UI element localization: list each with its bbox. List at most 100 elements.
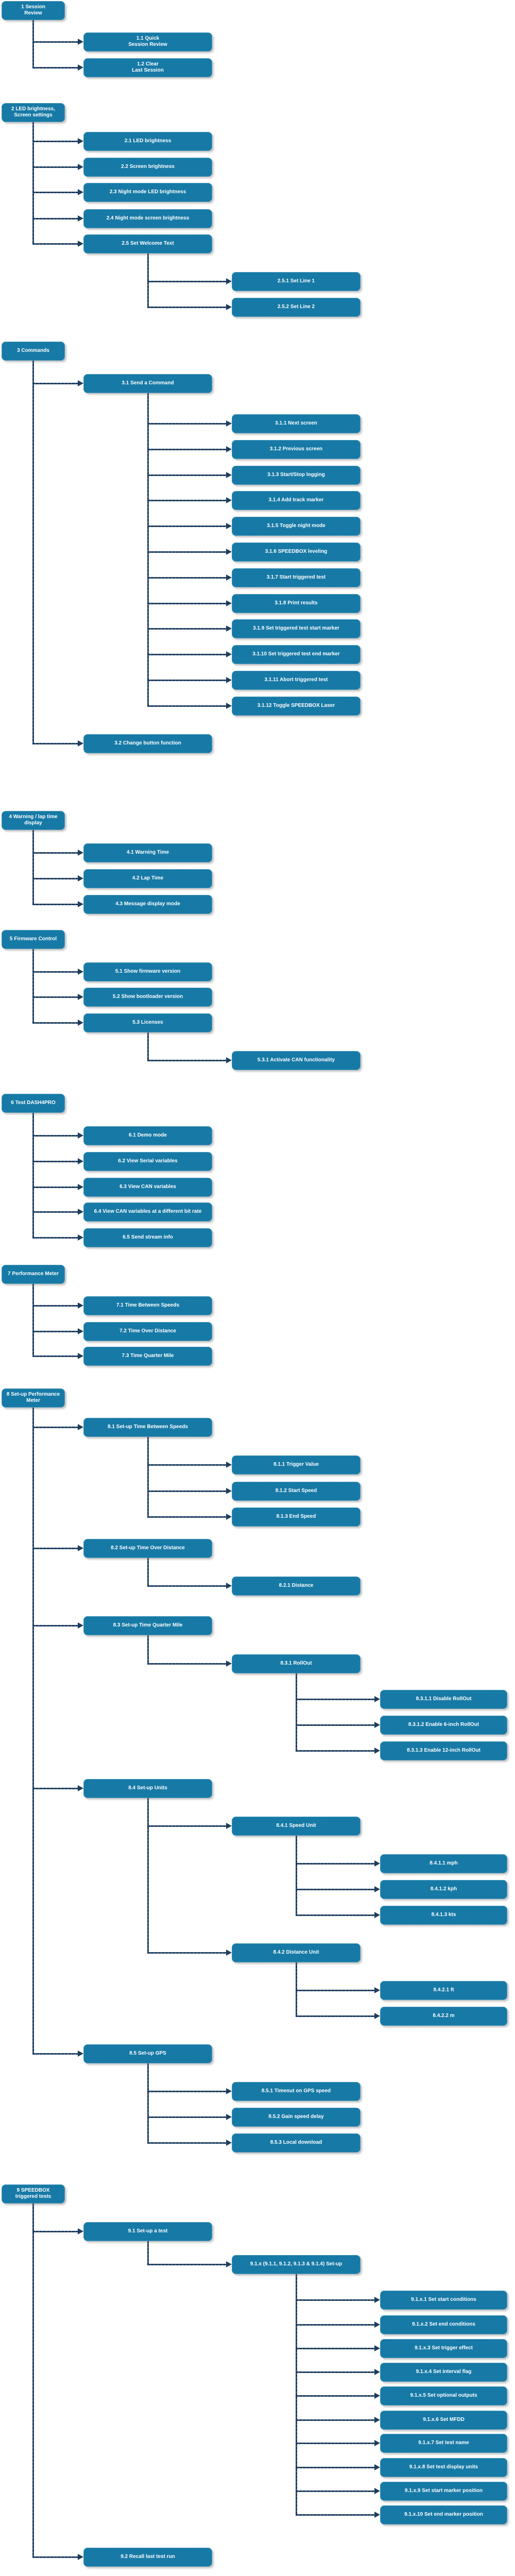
tree-node-5-3: 5.3 Licenses [83, 1013, 212, 1032]
arrowhead-icon [78, 1545, 83, 1551]
edge-line [32, 1160, 78, 1162]
arrowhead-icon [374, 1886, 380, 1892]
edge-line [147, 1797, 149, 1954]
arrowhead-icon [78, 2228, 83, 2234]
tree-node-5: 5 Firmware Control [2, 929, 65, 949]
edge-line [295, 2514, 375, 2516]
tree-node-3-1-2: 3.1.2 Previous screen [232, 439, 360, 459]
edge-line [32, 191, 78, 193]
arrowhead-icon [374, 1987, 380, 1993]
tree-node-2: 2 LED brightness, Screen settings [2, 103, 65, 122]
arrowhead-icon [78, 1353, 83, 1359]
edge-line [295, 2419, 375, 2421]
arrowhead-icon [78, 1132, 83, 1139]
tree-node-8-5-3: 8.5.3 Local download [232, 2133, 360, 2153]
tree-node-8-4-1-3: 8.4.1.3 kts [380, 1905, 507, 1925]
tree-node-9-1-x-5: 9.1.x.5 Set optional outputs [380, 2386, 507, 2405]
tree-node-5-1: 5.1 Show firmware version [83, 962, 212, 981]
arrowhead-icon [374, 2488, 380, 2494]
edge-line [147, 499, 227, 501]
edge-line [147, 1490, 227, 1492]
arrowhead-icon [78, 994, 83, 1000]
arrowhead-icon [78, 164, 83, 170]
tree-node-8-4-2-2: 8.4.2.2 m [380, 2006, 507, 2026]
arrowhead-icon [78, 1328, 83, 1334]
tree-node-4-3: 4.3 Message display mode [83, 894, 212, 914]
edge-line [147, 392, 149, 707]
arrowhead-icon [226, 1462, 232, 1468]
arrowhead-icon [226, 625, 232, 632]
tree-node-6-4: 6.4 View CAN variables at a different bi… [83, 1202, 212, 1222]
edge-line [32, 382, 78, 384]
tree-node-2-5-2: 2.5.2 Set Line 2 [232, 297, 360, 317]
arrowhead-icon [374, 2321, 380, 2328]
edge-line [32, 1283, 34, 1357]
tree-node-3-1-4: 3.1.4 Add track marker [232, 490, 360, 510]
tree-node-9-1-x-4: 9.1.x.4 Set interval flag [380, 2362, 507, 2382]
arrowhead-icon [226, 1950, 232, 1956]
tree-node-9-1-x-10: 9.1.x.10 Set end marker position [380, 2505, 507, 2524]
edge-line [147, 2062, 149, 2144]
arrowhead-icon [78, 901, 83, 907]
arrowhead-icon [374, 1722, 380, 1728]
edge-line [147, 1952, 227, 1954]
tree-node-3-1-9: 3.1.9 Set triggered test start marker [232, 619, 360, 638]
tree-node-8-4-1: 8.4.1 Speed Unit [232, 1816, 360, 1836]
arrowhead-icon [78, 1622, 83, 1629]
tree-node-5-3-1: 5.3.1 Activate CAN functionality [232, 1050, 360, 1070]
tree-node-3-2: 3.2 Change button function [83, 734, 212, 753]
tree-node-8-3-1-3: 8.3.1.3 Enable 12-inch RollOut [380, 1741, 507, 1760]
tree-node-8-1-1: 8.1.1 Trigger Value [232, 1455, 360, 1475]
arrowhead-icon [374, 2013, 380, 2019]
tree-node-4-1: 4.1 Warning Time [83, 843, 212, 862]
arrowhead-icon [226, 497, 232, 503]
tree-node-4: 4 Warning / lap time display [2, 810, 65, 830]
tree-node-1-1: 1.1 Quick Session Review [83, 32, 212, 52]
edge-line [147, 1464, 227, 1466]
tree-node-8-4-1-2: 8.4.1.2 kph [380, 1879, 507, 1899]
tree-node-8-2-1: 8.2.1 Distance [232, 1576, 360, 1596]
arrowhead-icon [78, 1424, 83, 1430]
tree-node-9-1-x-1: 9.1.x.1 Set start conditions [380, 2290, 507, 2310]
arrowhead-icon [226, 1823, 232, 1829]
tree-node-2-5: 2.5 Set Welcome Text [83, 234, 212, 253]
arrowhead-icon [226, 2261, 232, 2267]
arrowhead-icon [226, 2114, 232, 2120]
arrowhead-icon [78, 969, 83, 975]
edge-line [147, 448, 227, 450]
edge-line [32, 948, 34, 1024]
arrowhead-icon [78, 39, 83, 45]
tree-node-8-5-1: 8.5.1 Timeout on GPS speed [232, 2081, 360, 2101]
arrowhead-icon [78, 215, 83, 222]
arrowhead-icon [374, 2369, 380, 2375]
edge-line [295, 2442, 375, 2444]
edge-line [295, 1914, 375, 1916]
edge-line [32, 852, 78, 854]
edge-line [32, 1426, 78, 1428]
edge-line [32, 2230, 78, 2232]
tree-node-8-4: 8.4 Set-up Units [83, 1778, 212, 1798]
edge-line [295, 1961, 297, 2017]
arrowhead-icon [226, 651, 232, 657]
edge-line [147, 280, 227, 282]
tree-node-9-1-x-9: 9.1.x.9 Set start marker position [380, 2481, 507, 2501]
edge-line [32, 1406, 34, 2055]
tree-node-9-1-x-8: 9.1.x.8 Set test display units [380, 2458, 507, 2477]
edge-line [147, 422, 227, 425]
tree-node-9-1-x-6: 9.1.x.6 Set MFDD [380, 2410, 507, 2430]
arrowhead-icon [78, 380, 83, 386]
edge-line [147, 2263, 227, 2265]
arrowhead-icon [374, 2440, 380, 2446]
tree-node-8-3-1-1: 8.3.1.1 Disable RollOut [380, 1689, 507, 1709]
arrowhead-icon [374, 1860, 380, 1867]
arrowhead-icon [226, 278, 232, 284]
arrowhead-icon [226, 420, 232, 427]
edge-line [147, 1031, 149, 1061]
arrowhead-icon [78, 850, 83, 856]
edge-line [295, 2466, 375, 2468]
tree-node-8-1: 8.1 Set-up Time Between Speeds [83, 1417, 212, 1437]
edge-line [147, 2142, 227, 2144]
edge-line [32, 166, 78, 168]
edge-line [295, 2490, 375, 2492]
